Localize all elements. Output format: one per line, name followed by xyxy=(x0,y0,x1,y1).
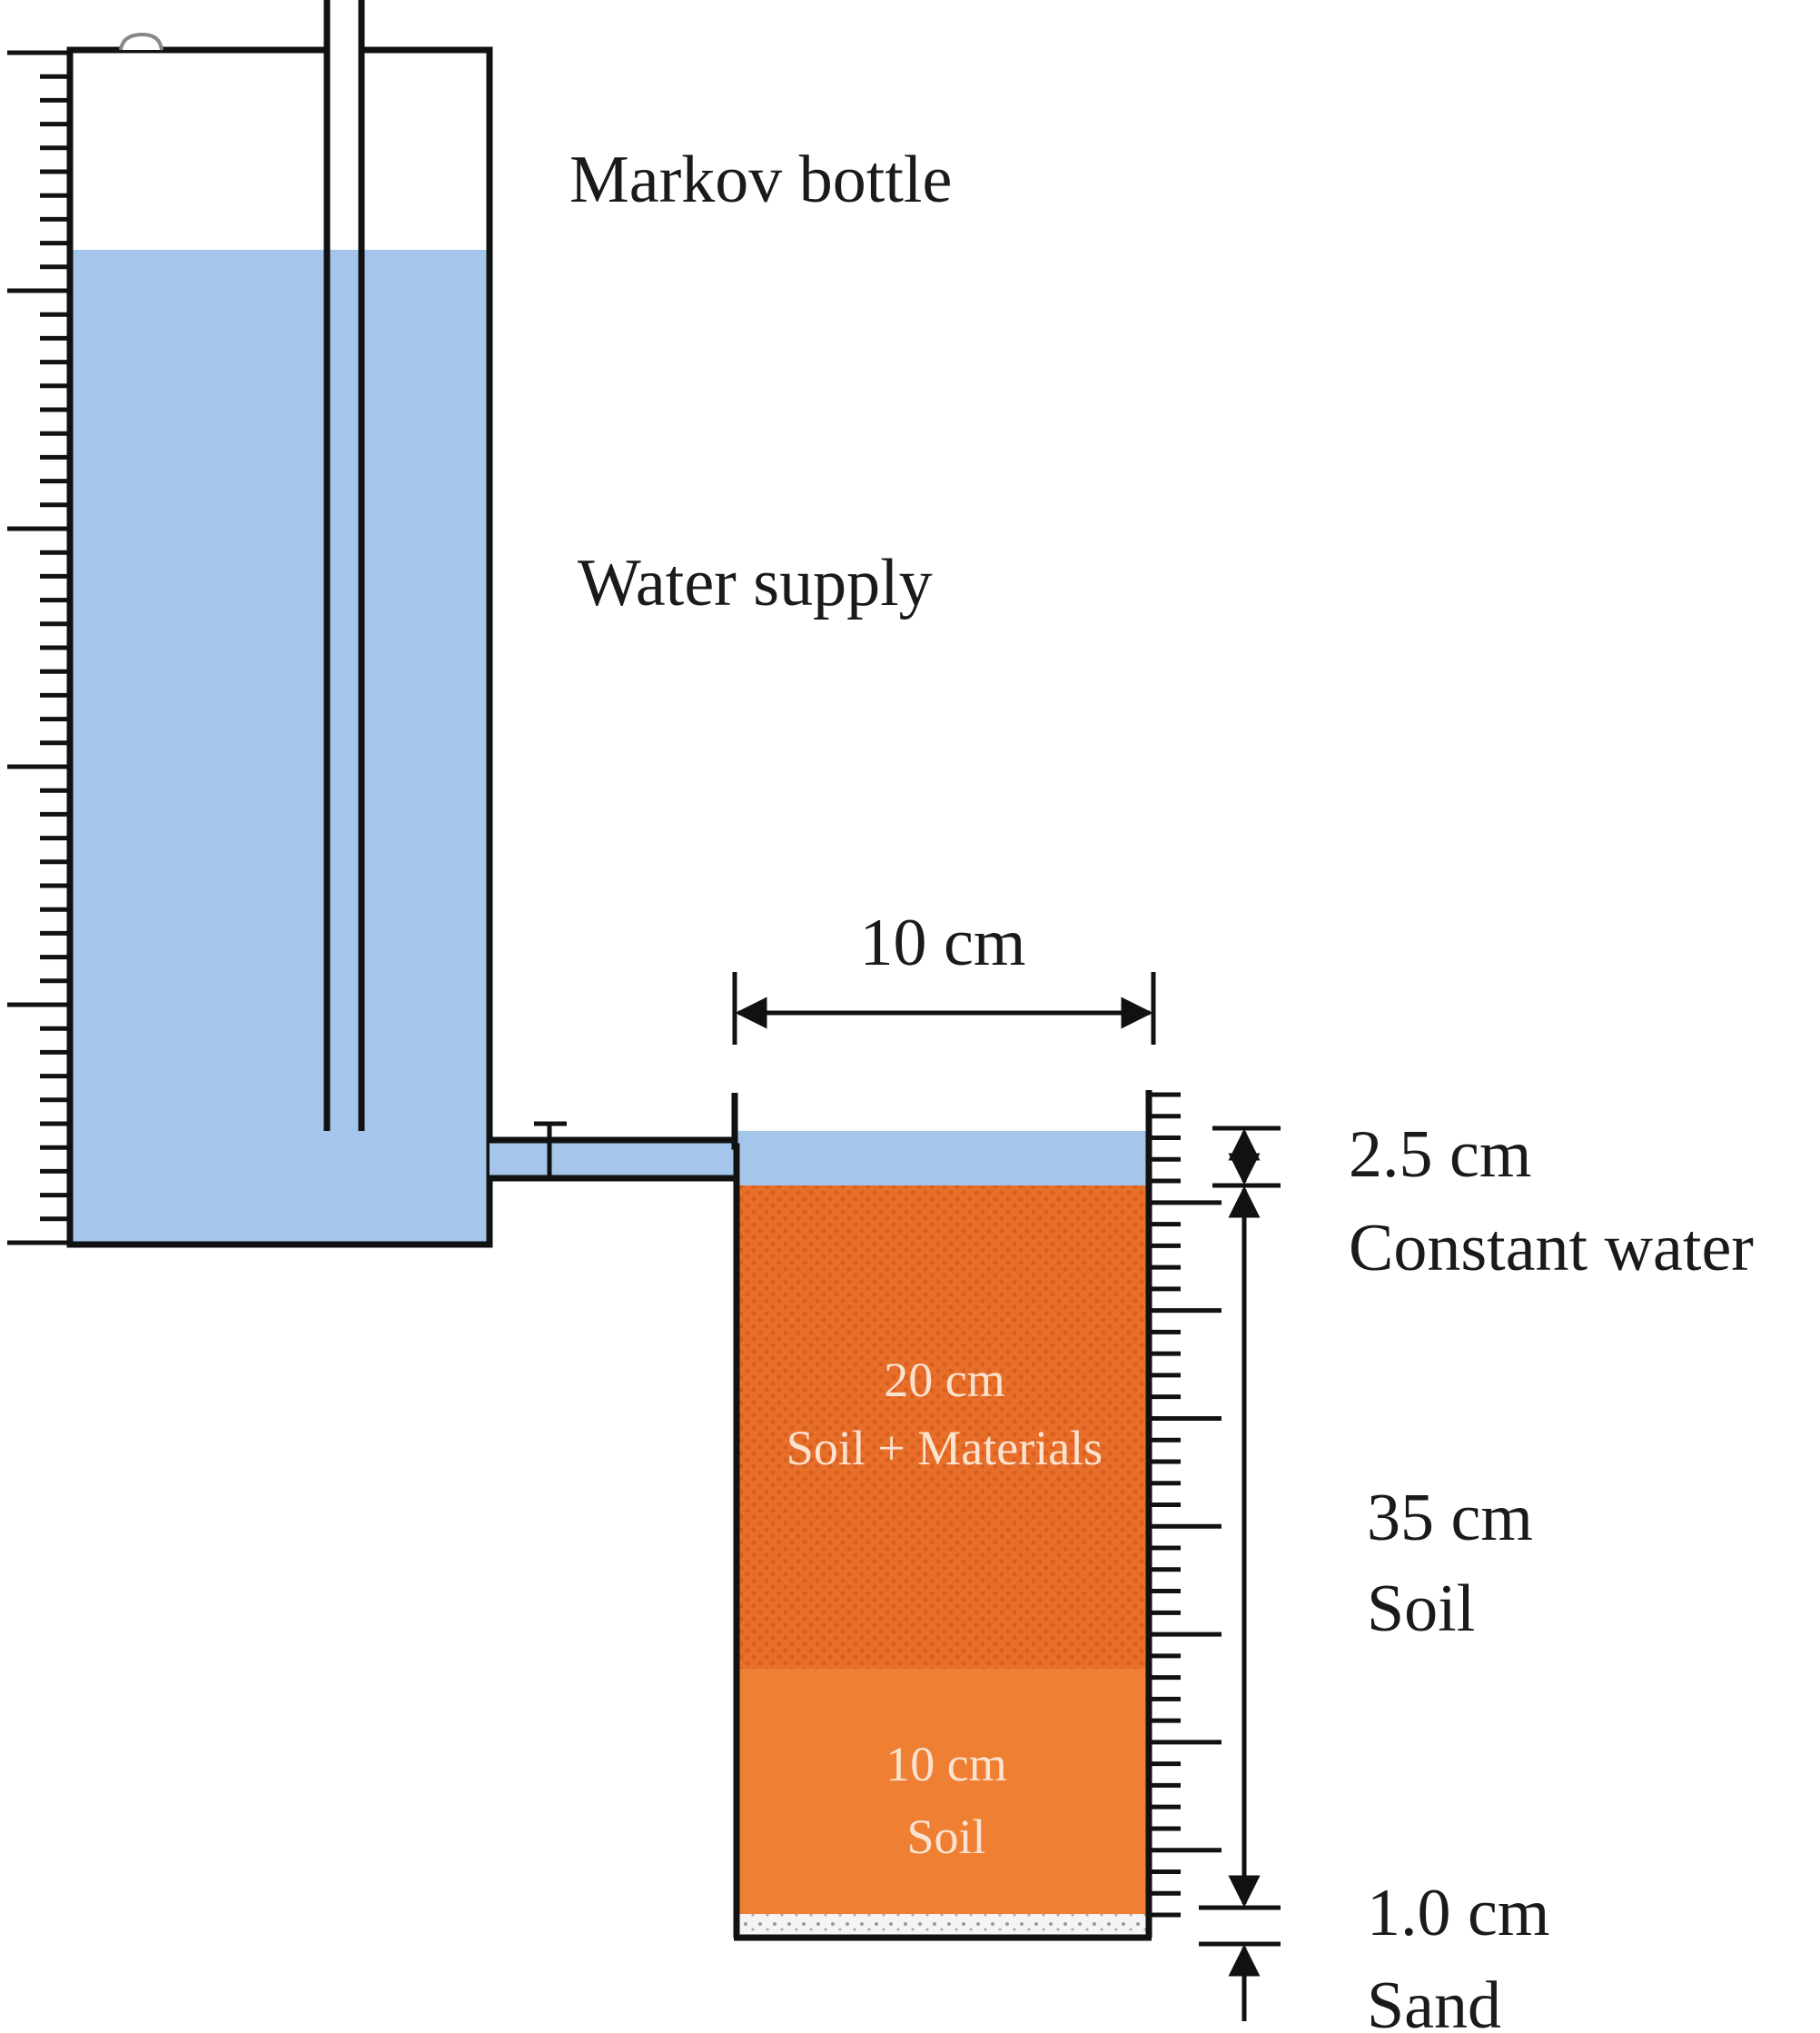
depth-dimensions xyxy=(1199,1126,1281,2021)
soil-materials-layer xyxy=(737,1185,1149,1669)
ponded-water-layer xyxy=(737,1131,1149,1185)
width-dimension xyxy=(732,972,1156,1045)
top-layer-name-label: Soil + Materials xyxy=(786,1421,1103,1475)
bottom-layer-depth-label: 10 cm xyxy=(885,1737,1006,1791)
soil-layer xyxy=(737,1669,1149,1914)
water-supply-label: Water supply xyxy=(578,546,933,620)
sand-depth-label: 1.0 cm xyxy=(1367,1876,1549,1950)
sand-layer xyxy=(737,1914,1149,1938)
bottom-layer-name-label: Soil xyxy=(906,1810,985,1864)
sand-name-label: Sand xyxy=(1367,1969,1501,2033)
bottle-water-fill xyxy=(70,250,490,1245)
column-width-label: 10 cm xyxy=(860,906,1026,980)
column-left-wall xyxy=(731,1093,740,1938)
soil-depth-label: 35 cm xyxy=(1367,1481,1533,1555)
constant-water-label: Constant water xyxy=(1349,1211,1754,1285)
soil-name-label: Soil xyxy=(1367,1572,1475,1646)
bottle-scale xyxy=(7,50,70,1245)
markov-bottle-label: Markov bottle xyxy=(569,143,952,217)
water-depth-label: 2.5 cm xyxy=(1349,1117,1531,1192)
markov-bottle xyxy=(7,0,493,1248)
bottle-cap xyxy=(119,32,163,51)
top-layer-depth-label: 20 cm xyxy=(884,1353,1004,1407)
soil-column xyxy=(731,1090,1222,1941)
valve-icon[interactable] xyxy=(534,1121,567,1178)
supply-pipe xyxy=(490,1121,735,1182)
column-scale xyxy=(1149,1092,1222,1918)
